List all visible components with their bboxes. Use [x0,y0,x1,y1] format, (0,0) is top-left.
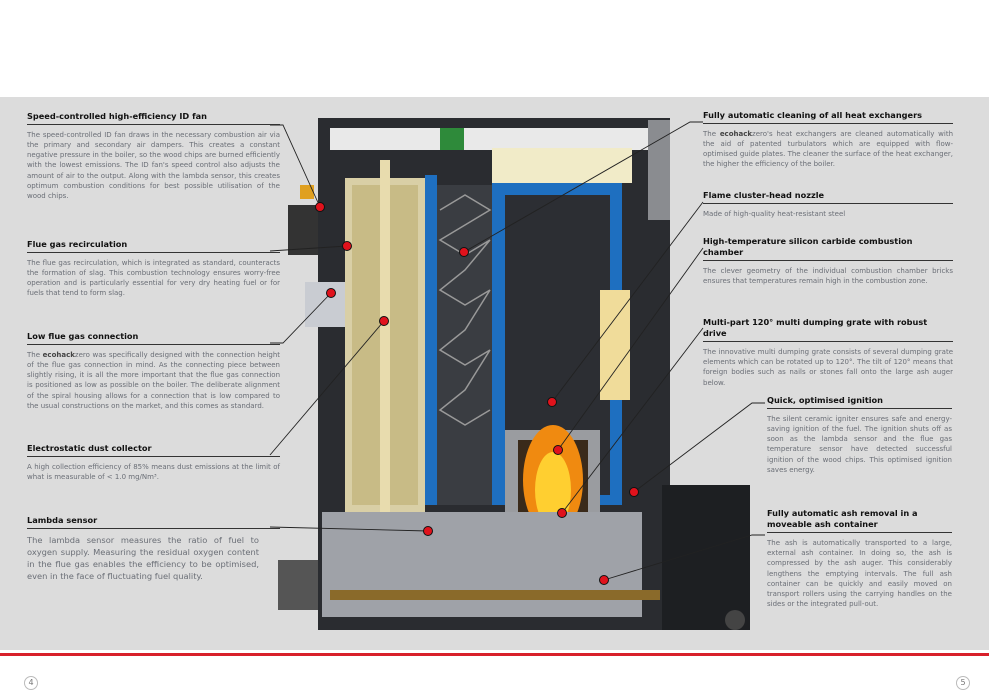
callout-dot-flue-recirculation [342,241,352,251]
brand-name: ecohack [42,351,75,360]
section-body: The clever geometry of the individual co… [703,267,953,286]
section-nozzle: Flame cluster-head nozzle Made of high-q… [703,190,953,219]
section-title: Speed-controlled high-efficiency ID fan [27,111,280,126]
section-low-flue-connection: Low flue gas connection The ecohackzero … [27,331,280,411]
callout-dot-heat-exchanger [459,247,469,257]
callout-dot-ash-removal [599,575,609,585]
section-title: Quick, optimised ignition [767,395,952,410]
section-title: Lambda sensor [27,515,280,530]
section-title: High-temperature silicon carbide combust… [703,236,953,262]
section-body: Made of high-quality heat-resistant stee… [703,210,846,219]
brand-suffix: zero's [752,130,773,139]
footer-accent-line [0,653,989,656]
section-combustion-chamber: High-temperature silicon carbide combust… [703,236,953,286]
flue-gas-connection [305,282,345,327]
section-body: The ecohackzero was specifically designe… [27,350,280,411]
body-text: heat exchangers are cleaned automaticall… [703,130,954,169]
callout-dot-grate [557,508,567,518]
section-title: Low flue gas connection [27,331,280,346]
callout-dot-ignition [629,487,639,497]
section-title: Electrostatic dust collector [27,443,280,458]
section-title: Fully automatic ash removal in a moveabl… [767,508,952,534]
section-body: The flue gas recirculation, which is int… [27,259,280,298]
page-number-right: 5 [956,676,970,690]
section-id-fan: Speed-controlled high-efficiency ID fan … [27,111,280,201]
callout-dot-nozzle [547,397,557,407]
section-body: The innovative multi dumping grate consi… [703,348,953,387]
section-lambda-sensor: Lambda sensor The lambda sensor measures… [27,515,280,582]
brand-name: ecohack [719,130,753,139]
section-title: Fully automatic cleaning of all heat exc… [703,110,953,125]
section-body: The speed-controlled ID fan draws in the… [27,131,280,200]
section-heat-exchanger-cleaning: Fully automatic cleaning of all heat exc… [703,110,953,170]
section-body: The silent ceramic igniter ensures safe … [767,415,952,474]
callout-dot-flue-connection [326,288,336,298]
section-body: A high collection efficiency of 85% mean… [27,463,280,482]
section-ignition: Quick, optimised ignition The silent cer… [767,395,952,475]
callout-dot-dust-collector [379,316,389,326]
section-ash-removal: Fully automatic ash removal in a moveabl… [767,508,952,609]
id-fan [288,205,318,255]
callout-dot-id-fan [315,202,325,212]
callout-dot-combustion-chamber [553,445,563,455]
section-dumping-grate: Multi-part 120° multi dumping grate with… [703,317,953,388]
brand-suffix: zero [74,351,90,360]
section-body: The ash is automatically transported to … [767,539,952,608]
page-number-left: 4 [24,676,38,690]
section-title: Multi-part 120° multi dumping grate with… [703,317,953,343]
body-prefix: The [703,130,720,139]
section-dust-collector: Electrostatic dust collector A high coll… [27,443,280,482]
section-body: The lambda sensor measures the ratio of … [27,535,259,582]
section-body: The ecohackzero's heat exchangers are cl… [703,129,953,170]
body-text: was specifically designed with the conne… [27,351,281,410]
section-flue-recirculation: Flue gas recirculation The flue gas reci… [27,239,280,299]
body-prefix: The [27,351,43,360]
section-title: Flame cluster-head nozzle [703,190,953,205]
callout-dot-lambda [423,526,433,536]
section-title: Flue gas recirculation [27,239,280,254]
